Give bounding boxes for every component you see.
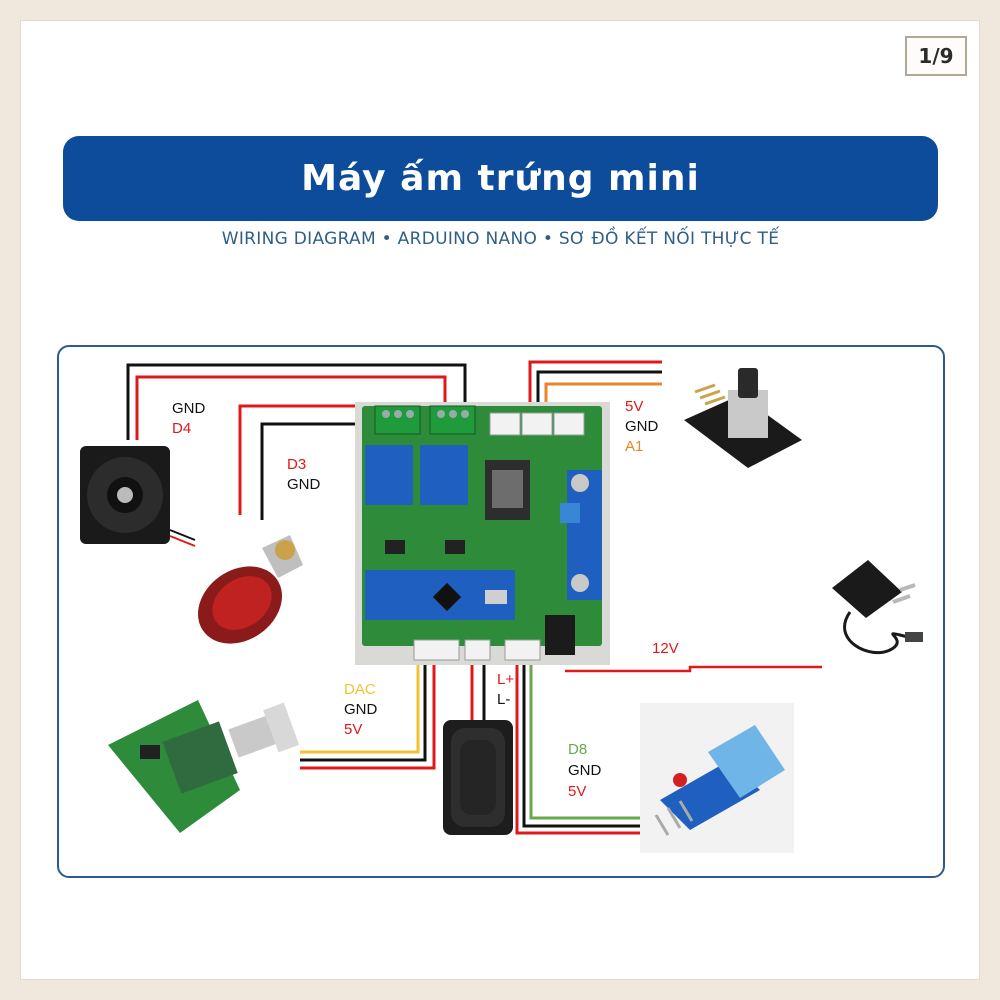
wire-dht-gnd xyxy=(522,660,640,828)
wire-dht-d8 xyxy=(529,660,640,820)
page-counter: 1/9 xyxy=(905,36,967,76)
label-lamp-d3: D3 xyxy=(287,456,306,473)
speaker-icon xyxy=(443,720,513,835)
label-amp-5v: 5V xyxy=(344,721,362,738)
potentiometer-icon xyxy=(684,368,802,468)
fan-icon xyxy=(80,446,196,547)
wire-amp-dac xyxy=(300,660,420,754)
label-amp-dac: DAC xyxy=(344,681,376,698)
wire-amp-gnd xyxy=(300,660,427,762)
wire-pot-a1 xyxy=(544,382,662,410)
wire-fan-gnd xyxy=(126,363,467,440)
label-spk-lminus: L- xyxy=(497,691,510,708)
wire-amp-5v xyxy=(300,660,436,770)
power-adapter-icon xyxy=(832,560,923,655)
page-title: Máy ấm trứng mini xyxy=(63,136,938,221)
label-dht-gnd: GND xyxy=(568,762,602,779)
wire-labels: GND D4 D3 GND 5V GND A1 12V DAC GND 5V L… xyxy=(172,398,679,800)
wire-power-12v xyxy=(565,665,822,673)
label-dht-d8: D8 xyxy=(568,741,587,758)
label-pot-5v: 5V xyxy=(625,398,643,415)
wire-fan-d4 xyxy=(135,375,447,440)
wires xyxy=(126,360,822,835)
label-fan-gnd: GND xyxy=(172,400,206,417)
label-pot-gnd: GND xyxy=(625,418,659,435)
wire-pot-gnd xyxy=(536,370,662,410)
label-amp-gnd: GND xyxy=(344,701,378,718)
label-pot-a1: A1 xyxy=(625,438,643,455)
label-spk-lplus: L+ xyxy=(497,671,514,688)
label-fan-d4: D4 xyxy=(172,420,191,437)
controller-board xyxy=(355,402,610,665)
page-subtitle: WIRING DIAGRAM • ARDUINO NANO • SƠ ĐỒ KẾ… xyxy=(221,229,780,249)
amplifier-board-icon xyxy=(108,700,300,833)
heat-lamp-icon xyxy=(198,535,303,644)
wire-dht-5v xyxy=(515,660,640,835)
label-power-12v: 12V xyxy=(652,640,679,657)
wire-pot-5v xyxy=(528,360,662,410)
dht-sensor-icon xyxy=(640,703,794,853)
label-lamp-gnd: GND xyxy=(287,476,321,493)
label-dht-5v: 5V xyxy=(568,783,586,800)
